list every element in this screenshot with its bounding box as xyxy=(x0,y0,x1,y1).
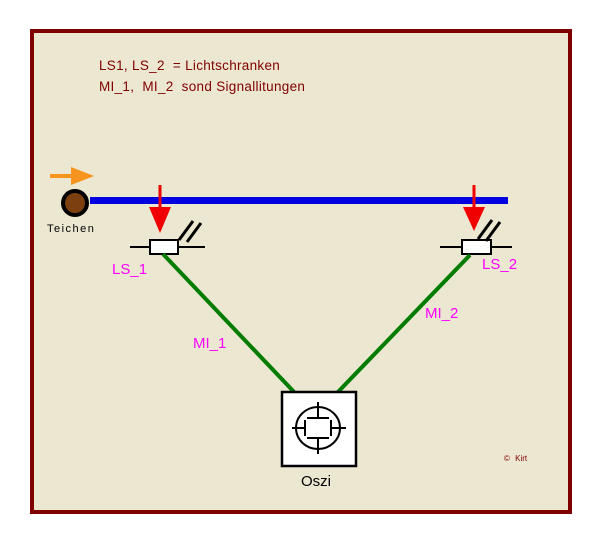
signal-line-1-label: MI_1 xyxy=(193,335,227,352)
photogate-2-symbol xyxy=(440,219,512,255)
particle-label: Teichen xyxy=(47,223,96,235)
photogate-1-symbol xyxy=(130,220,205,255)
beam-arrow-2-icon xyxy=(463,185,485,231)
signal-line-1 xyxy=(161,252,297,395)
copyright-note: © Kirt xyxy=(504,454,528,463)
signal-line-2-label: MI_2 xyxy=(425,305,459,322)
velocity-arrow-icon xyxy=(50,167,94,185)
oscilloscope-label: Oszi xyxy=(301,473,331,490)
photogate-1-label: LS_1 xyxy=(112,261,148,278)
photogate-2-label: LS_2 xyxy=(482,256,518,273)
track-line xyxy=(90,197,508,204)
legend-line-1: LS1, LS_2 = Lichtschranken xyxy=(99,58,281,73)
particle-dot xyxy=(61,189,89,217)
oscilloscope-symbol xyxy=(280,390,358,468)
legend-line-2: MI_1, MI_2 sond Signallitungen xyxy=(99,79,306,94)
signal-line-2 xyxy=(335,253,472,395)
beam-arrow-1-icon xyxy=(149,185,171,233)
